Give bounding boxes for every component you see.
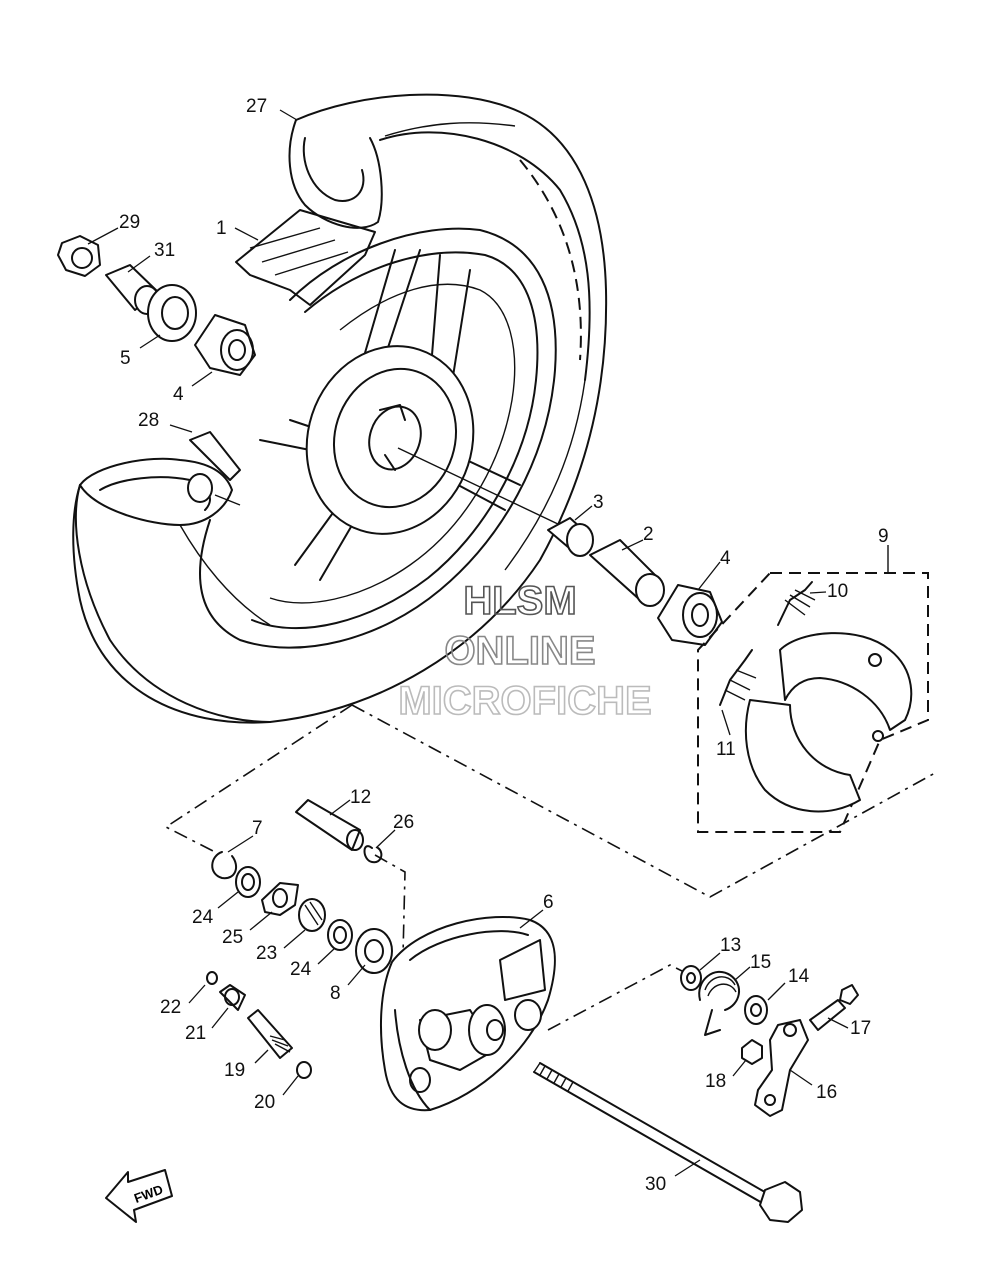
leader-lines [87,109,849,1177]
part-label: 19 [224,1060,245,1081]
part-label: 1 [216,218,227,239]
watermark-line-1: HLSM [463,579,576,623]
part-label: 2 [643,524,654,545]
part-label: 10 [827,581,848,602]
part-label: 18 [705,1071,726,1092]
part-label: 23 [256,943,277,964]
brake-shoe-group [697,545,929,833]
brake-arm-parts [680,965,859,1117]
part-label: 17 [850,1018,871,1039]
watermark-line-2: ONLINE [444,629,595,673]
part-label: 26 [393,812,414,833]
part-label: 6 [543,892,554,913]
left-axle-parts [57,235,256,376]
part-label: 20 [254,1092,275,1113]
brake-panel [379,916,556,1112]
part-label: 24 [192,907,214,928]
fwd-arrow: FWD [105,1169,173,1223]
part-label: 11 [716,739,736,760]
centerline [374,854,406,956]
part-label: 31 [154,240,175,261]
part-label: 22 [160,997,181,1018]
part-label: 24 [290,959,312,980]
part-label: 9 [878,526,889,547]
part-label: 16 [816,1082,837,1103]
part-label: 7 [252,818,263,839]
part-label: 15 [750,952,771,973]
watermark-line-3: MICROFICHE [398,679,651,723]
part-label: 21 [185,1023,206,1044]
part-label: 8 [330,983,341,1004]
brake-panel-small-parts [206,799,393,1079]
part-label: 13 [720,935,741,956]
part-label: 12 [350,787,371,808]
watermark: HLSM ONLINE MICROFICHE [398,578,653,724]
part-label: 30 [645,1174,666,1195]
part-label: 28 [138,410,159,431]
part-label: 29 [119,212,140,233]
part-label: 25 [222,927,243,948]
right-axle-parts [397,447,723,646]
front-axle [533,1062,803,1223]
part-label: 14 [788,966,810,987]
part-number-labels: 27 1 29 31 5 4 28 3 2 4 9 10 11 12 7 26 … [119,96,889,1195]
centerline [547,964,691,1031]
part-label: 3 [593,492,604,513]
part-label: 4 [173,384,184,405]
centerline [351,704,936,898]
part-label: 4 [720,548,731,569]
part-label: 5 [120,348,131,369]
wheel-assembly [72,93,608,724]
part-label: 27 [246,96,267,117]
